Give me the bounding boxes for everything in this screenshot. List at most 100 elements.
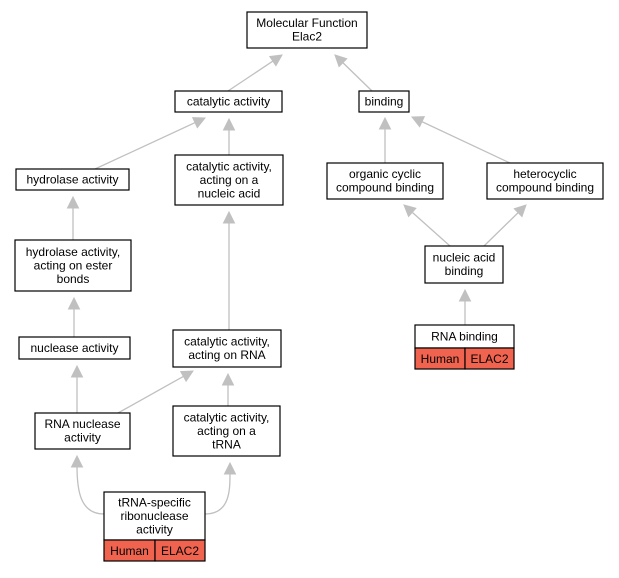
node-label-line: heterocyclic <box>513 167 576 181</box>
node-box <box>246 11 368 49</box>
arrowhead-icon <box>334 54 348 68</box>
edge-line <box>483 211 520 247</box>
edge-line <box>420 120 511 164</box>
node-label-line: compound binding <box>496 181 594 195</box>
node-label-line: bonds <box>57 272 90 286</box>
node-label-line: Elac2 <box>292 30 322 44</box>
node-label-line: hydrolase activity <box>26 172 118 186</box>
node-label-line: binding <box>365 94 404 108</box>
arrowhead-icon <box>268 54 283 67</box>
arrowhead-icon <box>191 117 207 129</box>
edge-nucleic-acid-binding-to-organic-cyclic <box>403 204 451 247</box>
edge-line <box>411 211 451 247</box>
gene-cell <box>464 347 515 370</box>
node-label-line: nucleic acid <box>198 186 261 200</box>
species-label: Human <box>421 352 460 366</box>
arrowhead-icon <box>67 296 81 310</box>
edge-cat-nucleic-acid-to-catalytic-activity <box>222 117 236 155</box>
edge-trna-ribonuclease-to-rna-nuclease <box>70 454 105 515</box>
node-label-line: RNA binding <box>431 329 498 343</box>
arrowhead-icon <box>410 116 426 128</box>
gene-label: ELAC2 <box>470 352 508 366</box>
node-label-line: activity <box>64 431 101 445</box>
edges-layer <box>66 54 527 515</box>
arrowhead-icon <box>70 364 84 378</box>
node-label-line: acting on RNA <box>188 348 265 362</box>
edge-cat-rna-to-cat-nucleic-acid <box>222 210 236 330</box>
node-label-line: nuclease activity <box>30 341 118 355</box>
node-label-line: binding <box>445 264 484 278</box>
arrowhead-icon <box>66 195 80 209</box>
node-binding[interactable]: binding <box>358 90 410 113</box>
node-label-line: catalytic activity, <box>186 159 272 173</box>
arrowhead-icon <box>513 204 527 218</box>
node-hydrolase-activity[interactable]: hydrolase activity <box>15 168 130 191</box>
node-box <box>172 405 281 457</box>
edge-nucleic-acid-binding-to-heterocyclic <box>483 204 527 247</box>
edge-line <box>76 465 105 515</box>
node-box <box>172 329 282 368</box>
arrowhead-icon <box>222 210 236 224</box>
node-label-line: tRNA-specific <box>118 495 191 509</box>
edge-heterocyclic-to-binding <box>410 116 511 164</box>
node-box <box>486 162 604 200</box>
arrowhead-icon <box>222 117 236 131</box>
arrowhead-icon <box>458 288 472 302</box>
arrowhead-icon <box>223 461 237 475</box>
node-box <box>174 154 284 206</box>
node-box <box>174 90 283 113</box>
edge-hydrolase-ester-to-hydrolase-activity <box>66 195 80 240</box>
node-label-line: catalytic activity <box>187 94 270 108</box>
node-box <box>18 336 131 360</box>
node-label-line: organic cyclic <box>349 167 421 181</box>
arrowhead-icon <box>378 116 392 130</box>
node-label-line: acting on ester <box>34 258 113 272</box>
edge-rna-binding-to-nucleic-acid-binding <box>458 288 472 325</box>
edge-line <box>117 375 185 414</box>
edge-binding-to-mf-root <box>334 54 373 92</box>
edge-nuclease-activity-to-hydrolase-ester <box>67 296 81 337</box>
arrowhead-icon <box>70 454 84 468</box>
node-label-line: catalytic activity, <box>184 410 270 424</box>
node-box <box>15 168 130 191</box>
arrowhead-icon <box>403 204 417 218</box>
edge-hydrolase-activity-to-catalytic-activity <box>94 117 207 170</box>
node-box <box>424 245 504 284</box>
node-box <box>358 90 410 113</box>
edge-cat-trna-to-cat-rna <box>221 372 235 406</box>
node-cat-rna[interactable]: catalytic activity,acting on RNA <box>172 329 282 368</box>
node-label-line: ribonuclease <box>120 509 188 523</box>
node-label-line: acting on a <box>197 424 256 438</box>
node-box <box>14 239 132 292</box>
node-box <box>34 412 131 450</box>
edge-organic-cyclic-to-binding <box>378 116 392 163</box>
edge-line <box>204 472 231 515</box>
edge-rna-nuclease-to-nuclease-activity <box>70 364 84 413</box>
edge-line <box>227 60 275 92</box>
edge-catalytic-activity-to-mf-root <box>227 54 283 92</box>
edge-rna-nuclease-to-cat-rna <box>117 370 194 414</box>
node-box <box>326 162 444 200</box>
edge-trna-ribonuclease-to-cat-trna <box>204 461 237 515</box>
edge-line <box>94 121 197 170</box>
node-nuclease-activity[interactable]: nuclease activity <box>18 336 131 360</box>
node-catalytic-activity[interactable]: catalytic activity <box>174 90 283 113</box>
node-label-line: RNA nuclease <box>44 417 120 431</box>
species-label: Human <box>110 544 149 558</box>
node-label-line: catalytic activity, <box>184 335 270 349</box>
node-label-line: acting on a <box>200 173 259 187</box>
node-label-line: Molecular Function <box>256 16 357 30</box>
